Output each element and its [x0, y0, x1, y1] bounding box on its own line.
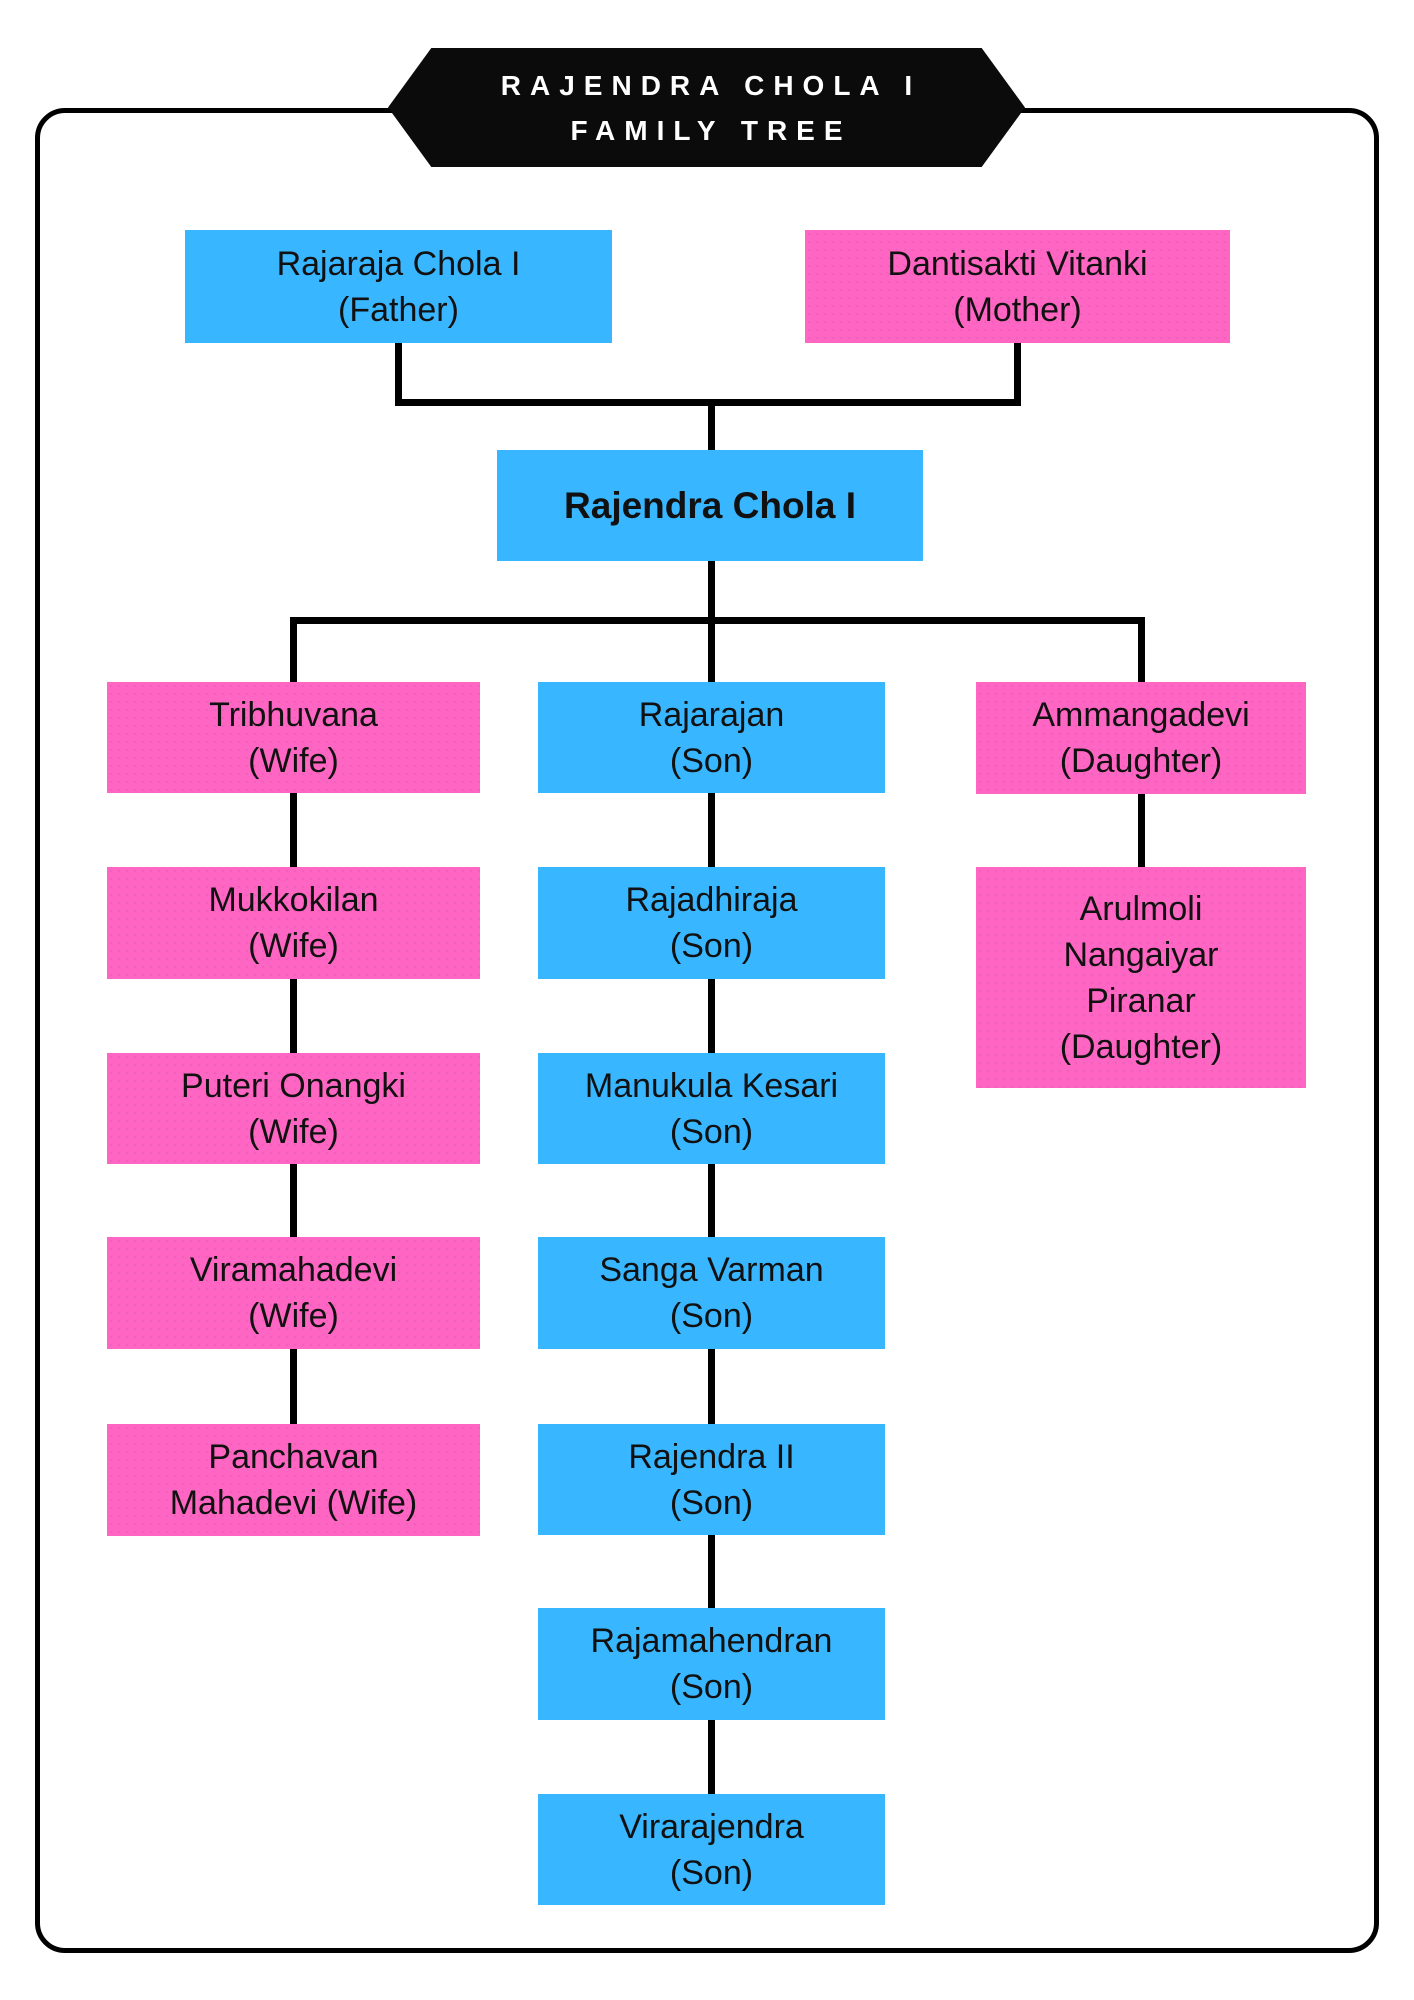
box-wife-1: Tribhuvana (Wife)	[107, 682, 480, 793]
title-line-1: RAJENDRA CHOLA I	[500, 69, 922, 101]
connector-father-drop	[395, 340, 402, 402]
connector-parents-to-root	[708, 399, 715, 455]
box-wife-5: Panchavan Mahadevi (Wife)	[107, 1424, 480, 1536]
box-son-3: Manukula Kesari (Son)	[538, 1053, 885, 1164]
box-son-1: Rajarajan (Son)	[538, 682, 885, 793]
box-son-4: Sanga Varman (Son)	[538, 1237, 885, 1349]
title-banner: RAJENDRA CHOLA I FAMILY TREE	[388, 48, 1025, 167]
connector-left-spine	[290, 617, 297, 1424]
box-son-5: Rajendra II (Son)	[538, 1424, 885, 1535]
box-wife-3: Puteri Onangki (Wife)	[107, 1053, 480, 1164]
title-line-2: FAMILY TREE	[570, 114, 852, 146]
box-rajendra-chola-i: Rajendra Chola I	[497, 450, 923, 561]
box-daughter-1: Ammangadevi (Daughter)	[976, 682, 1306, 794]
box-wife-4: Viramahadevi (Wife)	[107, 1237, 480, 1349]
box-father: Rajaraja Chola I (Father)	[185, 230, 612, 343]
box-daughter-2: Arulmoli Nangaiyar Piranar (Daughter)	[976, 867, 1306, 1088]
connector-mother-drop	[1014, 340, 1021, 402]
box-son-2: Rajadhiraja (Son)	[538, 867, 885, 979]
box-son-6: Rajamahendran (Son)	[538, 1608, 885, 1720]
box-wife-2: Mukkokilan (Wife)	[107, 867, 480, 979]
box-son-7: Virarajendra (Son)	[538, 1794, 885, 1905]
box-mother: Dantisakti Vitanki (Mother)	[805, 230, 1230, 343]
connector-branch-horizontal	[290, 617, 1145, 624]
connector-middle-spine	[708, 561, 715, 1794]
